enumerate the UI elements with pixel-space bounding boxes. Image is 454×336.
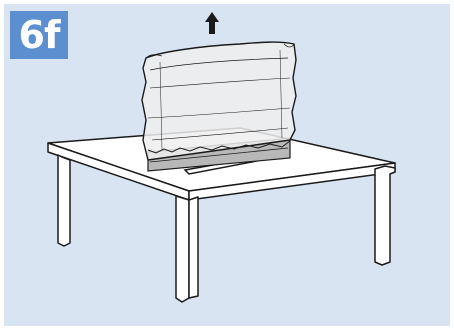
table-leg-back-left xyxy=(57,154,71,247)
table-leg-front-left xyxy=(175,195,190,303)
arrow-up-icon xyxy=(205,12,219,34)
tv-with-protective-bag xyxy=(141,41,297,175)
protective-bag xyxy=(141,41,297,161)
table-leg-front-right xyxy=(374,165,396,266)
step-badge: 6f xyxy=(10,11,68,59)
